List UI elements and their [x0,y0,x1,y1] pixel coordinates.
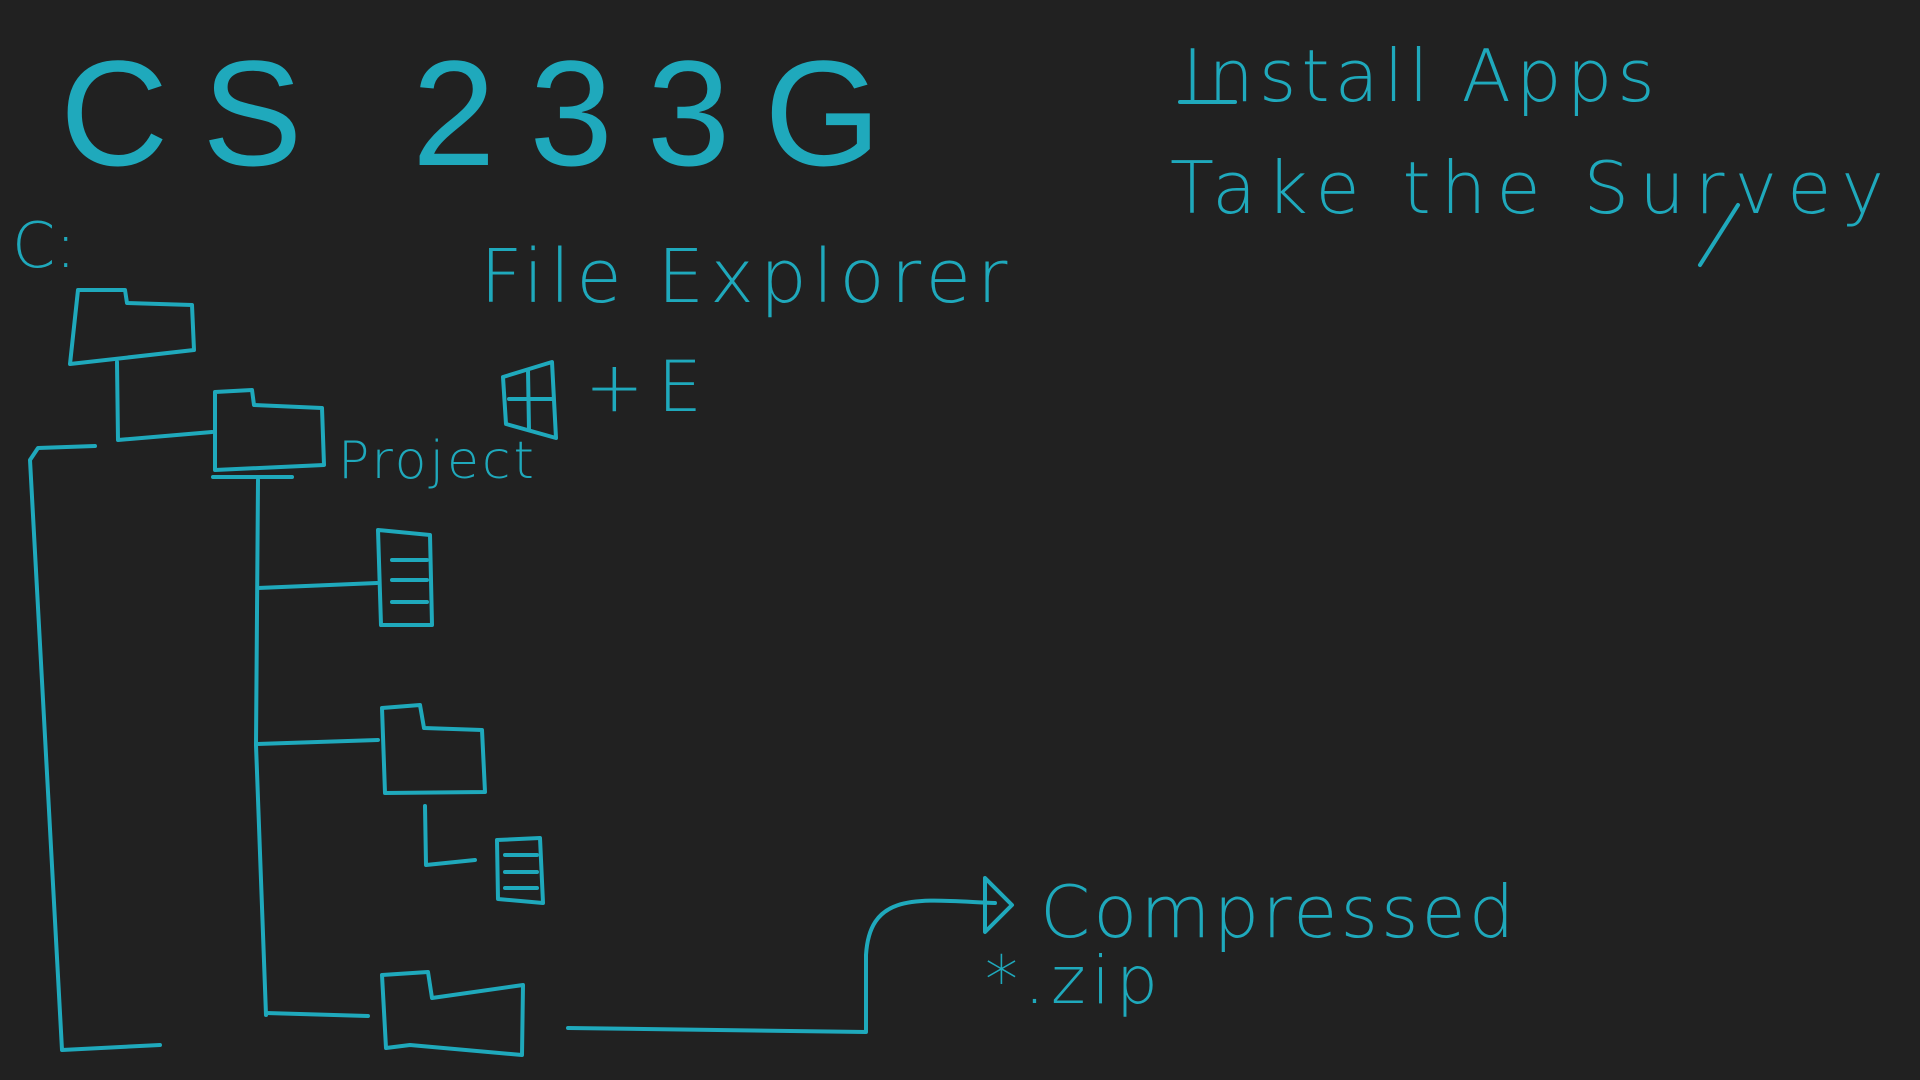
todo-install-apps: Install Apps [1182,34,1660,118]
underline-stroke [1698,203,1740,267]
tree-connector [28,444,162,1052]
compressed-label: Compressed [1040,870,1518,954]
tree-connector [256,581,379,590]
shortcut-plus: + [585,346,658,428]
todo-take-survey: Take the Survey [1170,146,1894,230]
project-folder-label: Project [338,431,537,491]
compressed-arrow [566,898,997,1034]
folder-icon [380,703,487,795]
tree-connector [254,478,268,1017]
course-title: CS 233G [60,29,915,197]
drive-label: C: [12,209,77,282]
folder-icon [213,388,326,472]
windows-key-icon [501,360,558,440]
tree-connector [423,804,477,867]
file-icon [376,528,434,627]
zip-pattern-label: *.zip [985,942,1164,1019]
shortcut-text: +E [585,352,716,422]
tree-connector [264,1011,370,1018]
tree-connector [255,738,380,746]
folder-icon [68,288,196,366]
tree-connector [115,360,214,442]
folder-icon [380,970,525,1057]
file-explorer-label: File Explorer [480,234,1014,320]
arrow-head-icon [983,876,1014,934]
file-icon [495,836,545,905]
shortcut-key: E [657,346,716,428]
